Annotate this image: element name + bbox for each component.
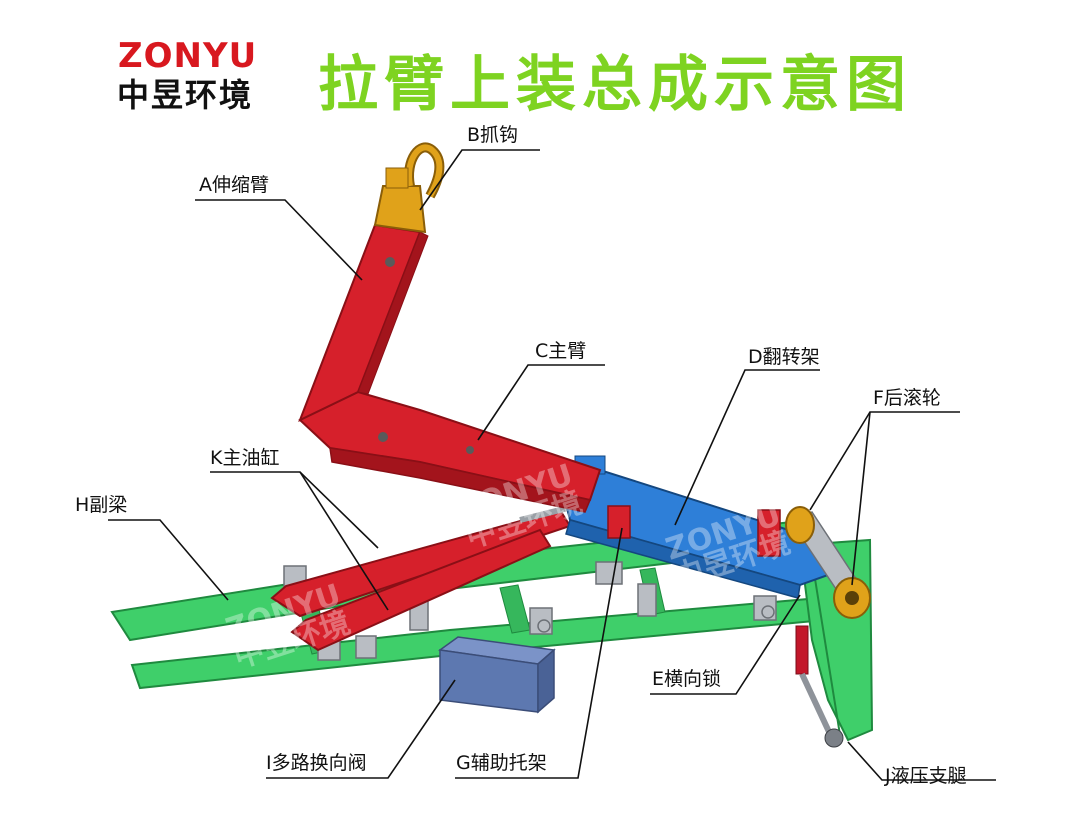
leader-c (477, 364, 605, 441)
label-telescopic-arm: A伸缩臂 (199, 174, 269, 196)
label-lateral-lock: E横向锁 (652, 668, 722, 690)
lateral-lock-e (607, 505, 781, 557)
main-cylinders-k (270, 497, 601, 652)
main-arm-c (298, 390, 602, 513)
leader-f (809, 411, 960, 511)
leader-e (650, 594, 801, 695)
leader-a (195, 199, 363, 281)
frame-brackets (283, 561, 777, 661)
leader-g (455, 527, 623, 779)
leader-h (108, 519, 229, 601)
rear-roller-f (785, 506, 871, 619)
multiway-valve-i (438, 636, 556, 714)
leader-lines (108, 149, 996, 781)
label-auxiliary-bracket: G辅助托架 (456, 752, 547, 774)
leader-d (674, 369, 820, 526)
leader-j (847, 741, 996, 781)
leader-b (419, 149, 540, 211)
label-rear-roller: F后滚轮 (873, 387, 941, 409)
leader-k (210, 471, 379, 549)
page-title: 拉臂上装总成示意图 (318, 50, 912, 120)
label-multiway-valve: I多路换向阀 (266, 752, 367, 774)
leader-i (266, 679, 456, 779)
brand-logo-cn: 中昱环境 (117, 76, 254, 114)
label-main-arm: C主臂 (535, 340, 587, 362)
label-hydraulic-leg: J液压支腿 (885, 765, 967, 787)
label-hook: B抓钩 (467, 124, 519, 146)
label-main-cylinder: K主油缸 (210, 447, 280, 469)
label-tilt-frame: D翻转架 (748, 346, 820, 368)
telescopic-arm-a (298, 223, 429, 422)
hook-b (373, 142, 445, 234)
brand-logo-en: ZONYU (118, 36, 258, 76)
label-subframe: H副梁 (75, 494, 128, 516)
hydraulic-leg-j (795, 625, 844, 748)
